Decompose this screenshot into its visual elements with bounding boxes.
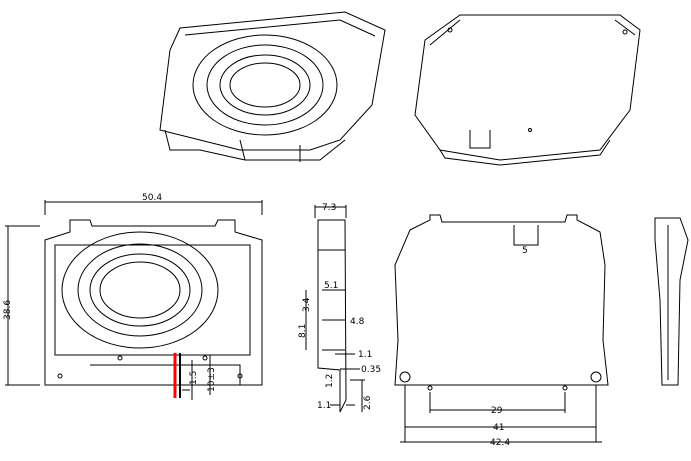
back-view: 5 29 41 42.4 [394, 214, 609, 448]
dim-depth: 7.3 [322, 203, 336, 213]
side-view: 7.3 5.1 3.4 8.1 4.8 1.1 0.35 1.2 2.6 1.1 [298, 203, 381, 413]
dim-41: 41 [493, 423, 504, 433]
dim-height: 38.6 [3, 300, 13, 320]
front-view: 50.4 38.6 1.5 10±3 [3, 193, 263, 400]
dim-4-8: 4.8 [350, 317, 365, 327]
dim-3-4: 3.4 [302, 297, 312, 312]
dim-lead-length: 10±3 [207, 367, 217, 392]
dim-1-2: 1.2 [325, 374, 335, 388]
right-side-view [654, 217, 689, 386]
isometric-back-view [414, 14, 641, 166]
isometric-front-view [159, 11, 386, 162]
dim-5-1: 5.1 [324, 281, 338, 291]
dim-1-1-bottom: 1.1 [317, 401, 331, 411]
dim-42-4: 42.4 [490, 438, 510, 448]
dim-1-1-top: 1.1 [358, 350, 372, 360]
dim-29: 29 [491, 406, 503, 416]
dim-8-1: 8.1 [298, 324, 308, 338]
dim-2-6: 2.6 [363, 395, 373, 410]
dim-slot: 5 [522, 246, 528, 256]
dim-lead-gap: 1.5 [189, 371, 199, 385]
dim-width: 50.4 [142, 193, 162, 203]
dim-0-35: 0.35 [361, 365, 381, 375]
